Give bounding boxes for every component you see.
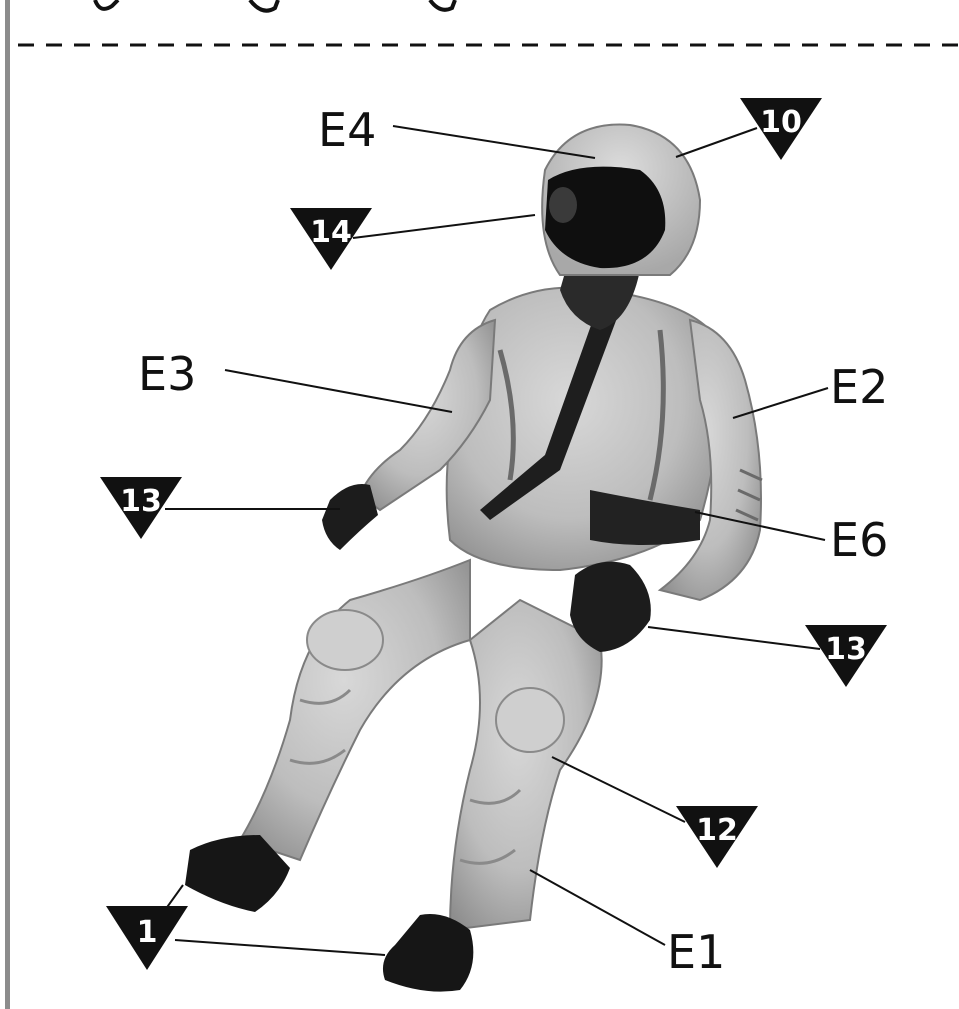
label-e4: E4: [318, 103, 376, 157]
callout-1: 1: [106, 906, 188, 970]
pilot-figure: [185, 125, 762, 992]
svg-text:13: 13: [825, 632, 867, 667]
svg-text:14: 14: [310, 215, 352, 250]
right-leg: [450, 600, 602, 930]
left-leg: [240, 560, 470, 860]
label-e6: E6: [830, 513, 888, 567]
right-glove: [570, 562, 651, 652]
knee-left: [307, 610, 383, 670]
label-e1: E1: [667, 925, 725, 979]
label-e2: E2: [830, 360, 888, 414]
right-boot: [383, 914, 473, 992]
svg-text:12: 12: [696, 813, 738, 848]
callout-14: 14: [290, 208, 372, 270]
header-text-fragment: [95, 0, 455, 11]
svg-text:13: 13: [120, 484, 162, 519]
knee-right: [496, 688, 564, 752]
callout-12: 12: [676, 806, 758, 868]
left-glove: [322, 484, 378, 550]
callout-13-right: 13: [805, 625, 887, 687]
svg-text:1: 1: [137, 915, 158, 950]
svg-text:10: 10: [760, 105, 802, 140]
label-e3: E3: [138, 347, 196, 401]
